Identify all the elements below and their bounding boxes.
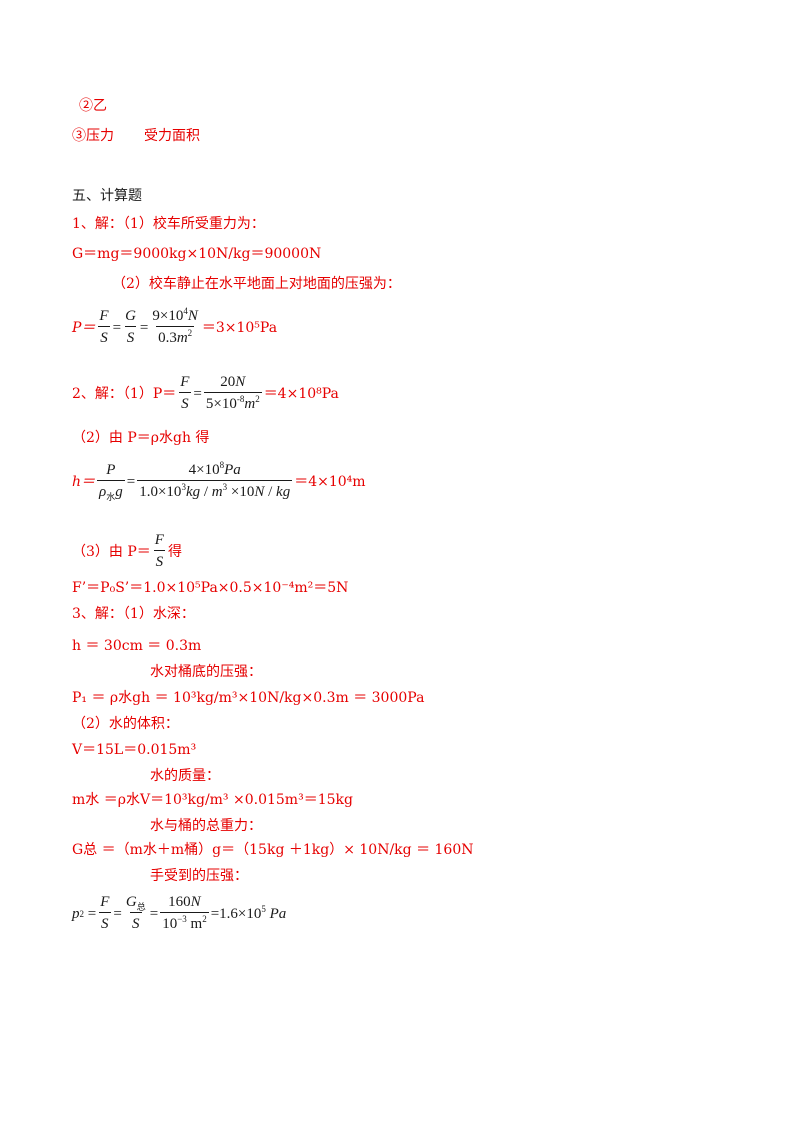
- p3-v-eq: V＝15L＝0.015m³: [72, 742, 197, 758]
- answer-3-b: 受力面积: [144, 128, 200, 144]
- p2-h-result: ＝4×10⁴m: [294, 473, 366, 490]
- p3-h-eq: h ＝ 30cm ＝ 0.3m: [72, 638, 202, 654]
- p1-p-lhs: P＝: [72, 319, 96, 336]
- p1-p-result: ＝3×10⁵Pa: [201, 319, 278, 336]
- p2-p-result: ＝4×10⁸Pa: [263, 385, 339, 402]
- p1-part2: （2）校车静止在水平地面上对地面的压强为：: [112, 276, 401, 292]
- p3-hand-label: 手受到的压强：: [150, 868, 248, 884]
- p3-weight-label: 水与桶的总重力：: [150, 818, 262, 834]
- answer-3-a: ③压力: [72, 128, 114, 144]
- answer-3: ③压力 受力面积: [72, 126, 200, 146]
- p3-g-eq: G总 ＝（m水＋m桶）g＝（15kg ＋1kg）× 10N/kg ＝ 160N: [72, 842, 474, 858]
- p2-f-eq: F’＝P₀S’＝1.0×10⁵Pa×0.5×10⁻⁴m²＝5N: [72, 580, 349, 596]
- p3-mass-label: 水的质量：: [150, 768, 220, 784]
- p1-intro: 1、解：（1）校车所受重力为：: [72, 216, 265, 232]
- p3-p1-eq: P₁ ＝ ρ水gh ＝ 10³kg/m³×10N/kg×0.3m ＝ 3000P…: [72, 690, 425, 706]
- p2-part2: （2）由 P＝ρ水gh 得: [72, 430, 210, 446]
- p1-g-eq: G＝mg＝9000kg×10N/kg＝90000N: [72, 246, 322, 262]
- p2-intro: 2、解：（1）P＝: [72, 385, 177, 402]
- section-title: 五、计算题: [72, 188, 142, 204]
- answer-2: ②乙: [79, 98, 107, 114]
- p2-h-lhs: h＝: [72, 473, 96, 490]
- p3-pressure-label: 水对桶底的压强：: [150, 664, 262, 680]
- p3-m-eq: m水 ＝ρ水V＝10³kg/m³ ×0.015m³＝15kg: [72, 792, 353, 808]
- p2-part3-a: （3）由 P＝: [72, 543, 151, 560]
- p2-part3-b: 得: [167, 543, 182, 560]
- p3-intro: 3、解：（1）水深：: [72, 606, 195, 622]
- p3-part2: （2）水的体积：: [72, 716, 179, 732]
